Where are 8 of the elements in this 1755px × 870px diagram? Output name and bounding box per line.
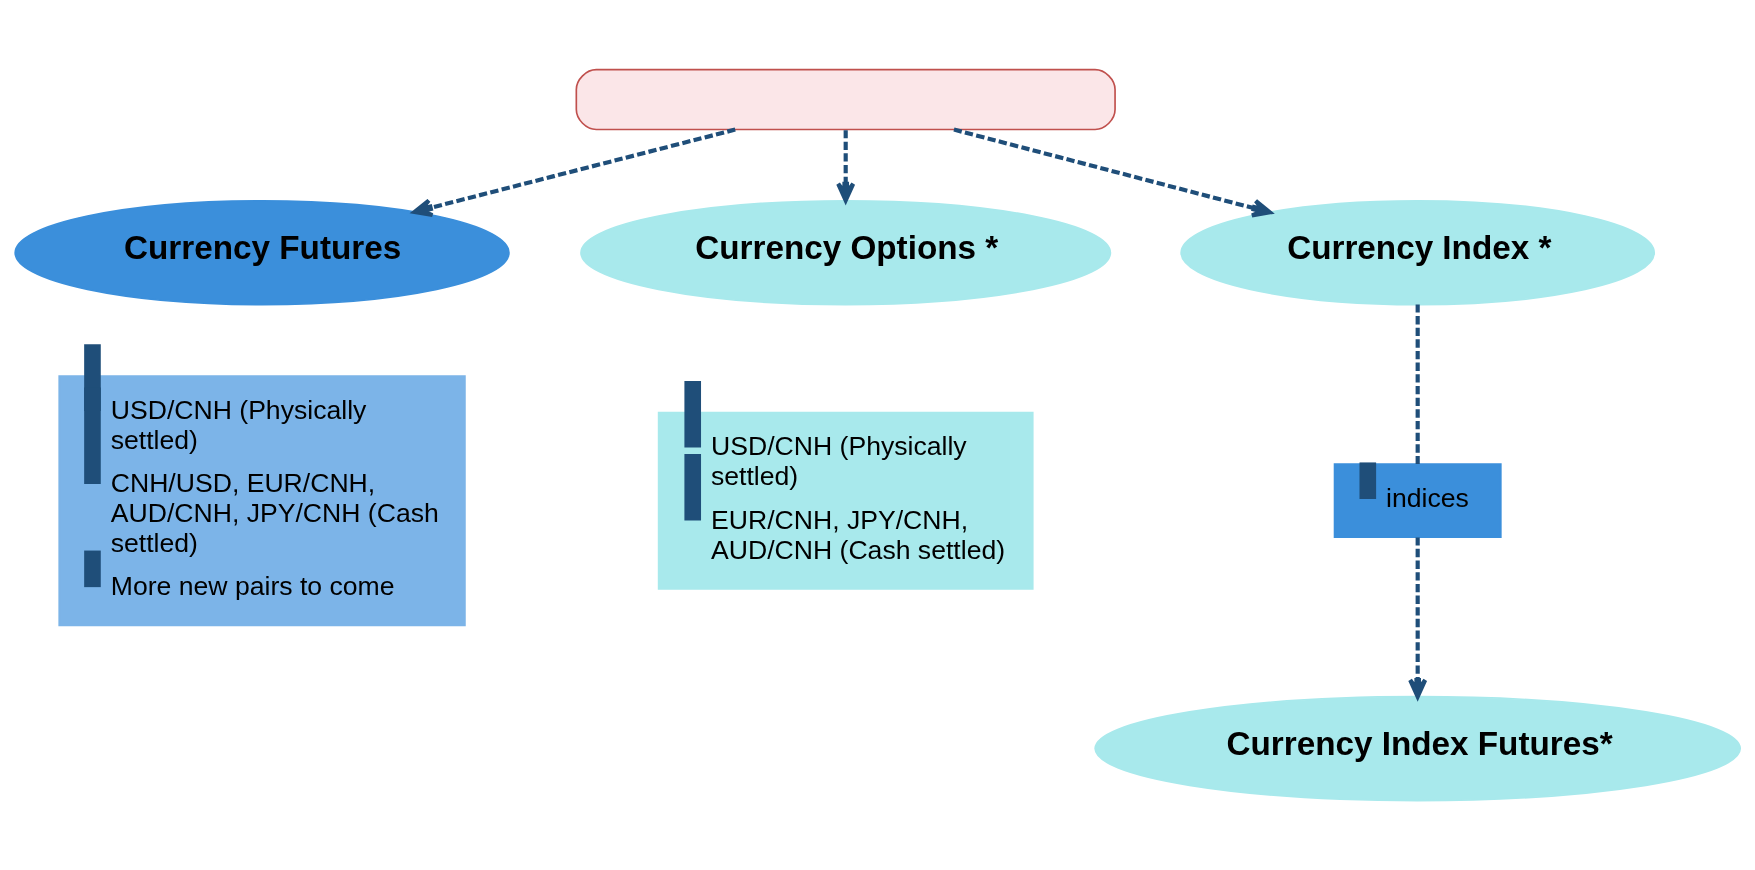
- connector: [1415, 304, 1420, 464]
- arrow: [836, 130, 856, 203]
- arrow: [1408, 537, 1428, 699]
- node-box: [575, 68, 1116, 131]
- node-ellipse: Currency Options *: [580, 200, 1112, 306]
- arrow: [953, 127, 1272, 218]
- arrow: [412, 127, 736, 218]
- node-ellipse: Currency Index Futures*: [1094, 695, 1742, 802]
